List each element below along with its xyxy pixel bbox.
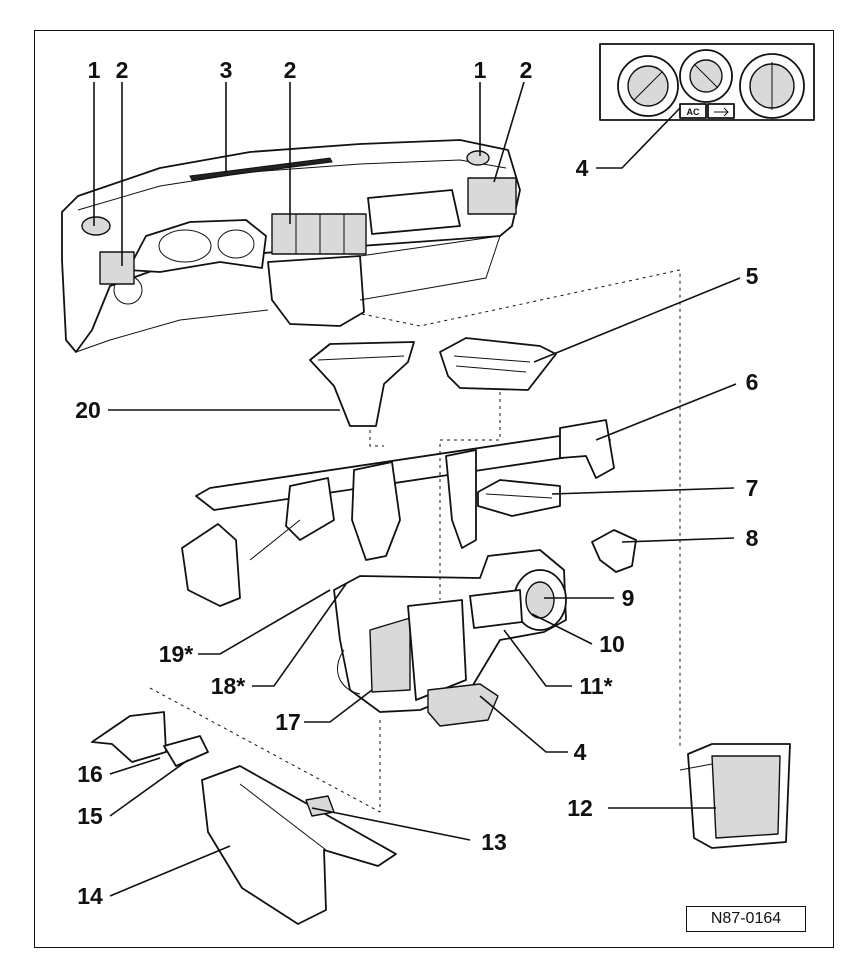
heater-housing: [333, 549, 567, 727]
callout-1: 1: [474, 57, 487, 83]
callout-7: 7: [746, 475, 759, 501]
callout-10: 10: [599, 631, 625, 657]
callout-2: 2: [520, 57, 533, 83]
callout-labels: 1 2 3 2 1 2 4 5 20 6 7 8 9 10 19* 18* 11…: [75, 57, 758, 909]
reference-code: N87-0164: [686, 906, 806, 932]
callout-16: 16: [77, 761, 103, 787]
callout-15: 15: [77, 803, 103, 829]
callout-9: 9: [622, 585, 635, 611]
diagram-frame: [34, 30, 834, 948]
callout-5: 5: [746, 263, 759, 289]
callout-14: 14: [77, 883, 103, 909]
vent-grille: [439, 337, 557, 391]
console-bracket: [679, 743, 791, 849]
filter: [477, 479, 561, 517]
callout-1: 1: [88, 57, 101, 83]
callout-2: 2: [116, 57, 129, 83]
callout-2: 2: [284, 57, 297, 83]
callout-19-star: 19*: [159, 641, 194, 667]
ac-button-label: AC: [687, 107, 700, 117]
alignment-lines: [149, 269, 681, 813]
leader-lines: [93, 81, 741, 897]
climate-control-panel: AC: [599, 43, 815, 121]
callout-13: 13: [481, 829, 507, 855]
callout-6: 6: [746, 369, 759, 395]
footwell-ducts: [91, 711, 209, 767]
cross-member: [181, 419, 615, 607]
callout-11-star: 11*: [579, 673, 612, 699]
bracket: [591, 529, 637, 573]
callout-4: 4: [574, 739, 587, 765]
callout-20: 20: [75, 397, 101, 423]
callout-18-star: 18*: [211, 673, 246, 699]
dashboard-assembly: [61, 139, 521, 353]
callout-12: 12: [567, 795, 593, 821]
center-air-duct: [309, 341, 415, 427]
callout-8: 8: [746, 525, 759, 551]
callout-4: 4: [576, 155, 589, 181]
callout-3: 3: [220, 57, 233, 83]
floor-duct: [201, 765, 397, 925]
callout-17: 17: [275, 709, 301, 735]
